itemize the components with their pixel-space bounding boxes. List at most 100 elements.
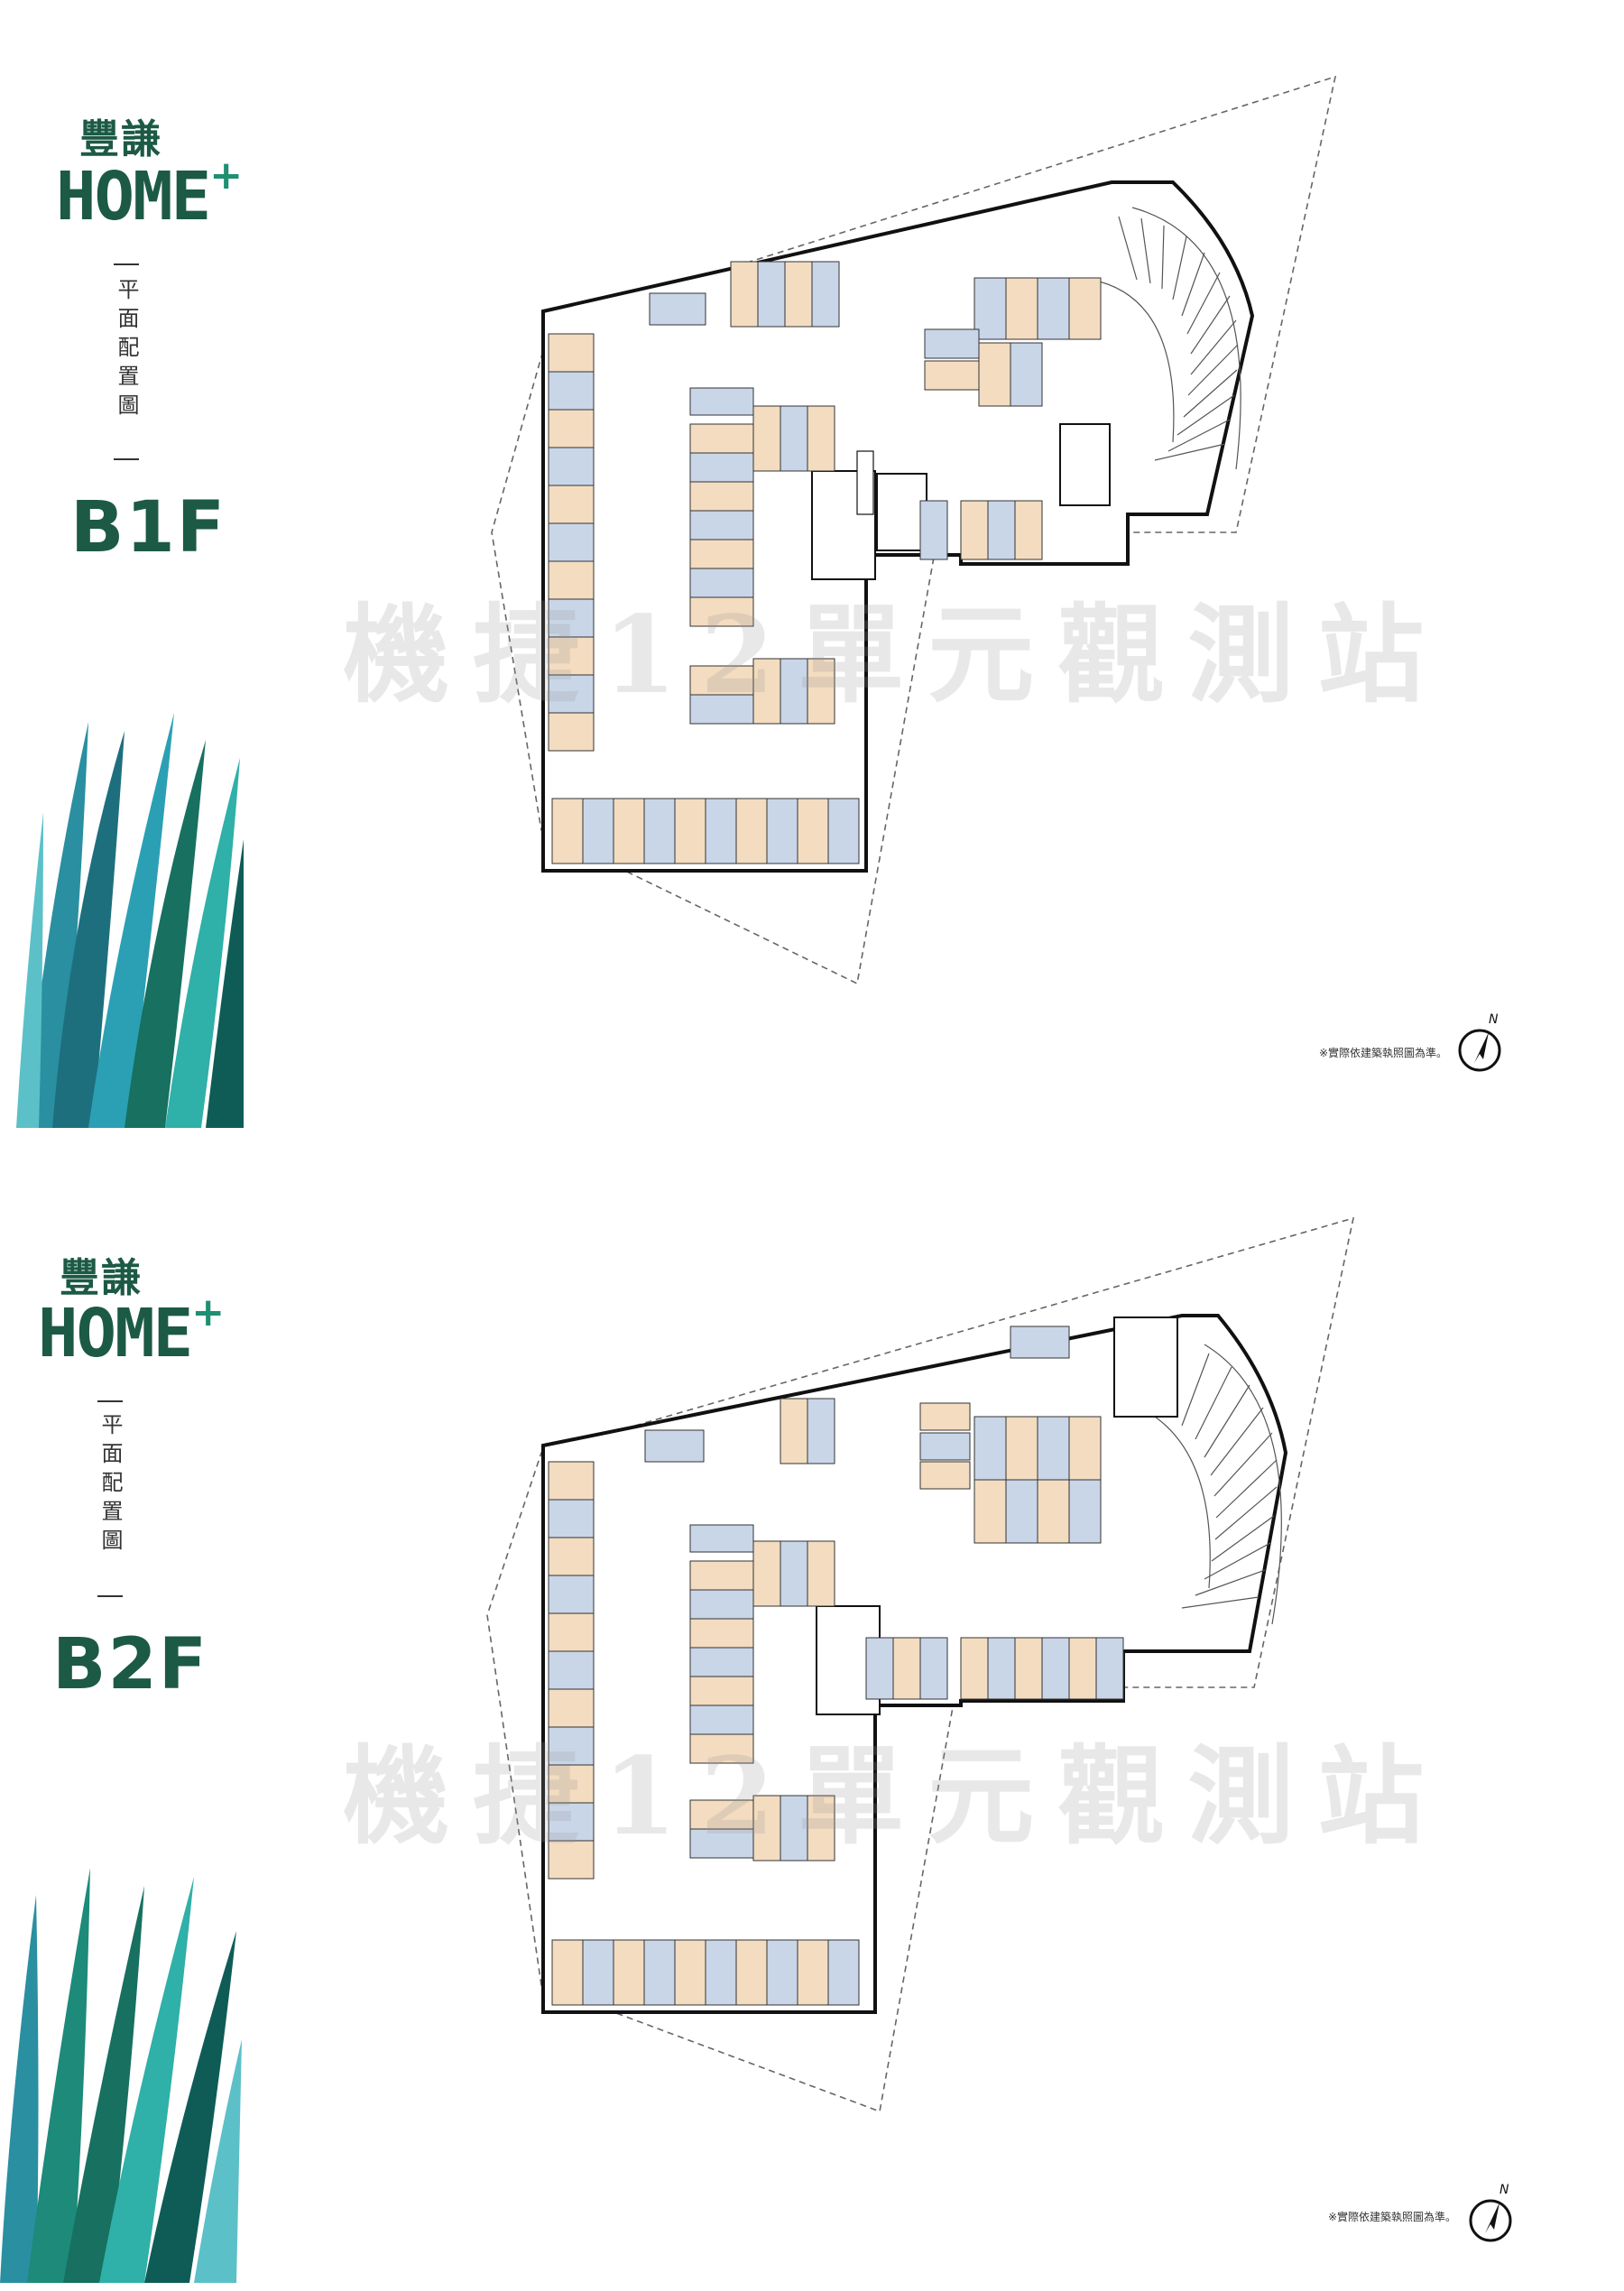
ramp-landing — [1059, 423, 1111, 506]
parking-stall — [548, 522, 595, 562]
parking-stall — [1037, 1479, 1070, 1544]
section-title-vertical: 平面配置圖 — [108, 278, 144, 431]
parking-stall — [766, 798, 798, 864]
stall-group-east — [919, 277, 1102, 560]
parking-stall — [643, 1939, 676, 2006]
leaf-shape — [194, 2039, 242, 2283]
parking-stall — [973, 1479, 1007, 1544]
leaf-shape — [27, 1868, 90, 2283]
leaf-shape — [0, 1895, 39, 2283]
parking-stall — [1068, 1479, 1102, 1544]
parking-stall — [613, 798, 645, 864]
parking-stall — [752, 405, 781, 472]
parking-stall — [582, 1939, 614, 2006]
disclaimer-note: ※實際依建築執照圖為準。 — [1319, 1047, 1448, 1059]
parking-stall — [548, 1499, 595, 1538]
parking-stall — [548, 1575, 595, 1614]
brand-plus-sign: + — [209, 152, 244, 199]
stall-group-west — [548, 333, 595, 752]
parking-stall — [865, 1637, 894, 1700]
parking-stall — [919, 1432, 971, 1461]
parking-stall — [752, 1795, 781, 1861]
parking-stall — [689, 1733, 754, 1764]
parking-stall — [924, 360, 980, 391]
parking-stall — [689, 1704, 754, 1735]
stall-group-west — [548, 1461, 595, 1880]
site-boundary — [491, 75, 1337, 985]
parking-stall — [689, 1560, 754, 1591]
compass-ring — [1458, 1029, 1501, 1072]
brand-plus-sign: + — [191, 1289, 226, 1335]
stall-group-south — [551, 798, 860, 864]
compass-needle — [1474, 1032, 1489, 1063]
parking-stall — [807, 405, 835, 472]
parking-stall — [689, 1828, 754, 1859]
parking-stall — [548, 560, 595, 600]
stall-group-south — [551, 1939, 860, 2006]
parking-stall — [1068, 1637, 1097, 1700]
stall-group-north — [649, 261, 840, 328]
parking-stall — [807, 1398, 835, 1464]
stall-group-center — [689, 1524, 835, 1861]
parking-stall — [973, 277, 1007, 340]
parking-stall — [582, 798, 614, 864]
leaf-shape — [63, 1886, 144, 2283]
decorative-leaves — [16, 704, 244, 1128]
parking-stall — [548, 1764, 595, 1804]
parking-stall — [548, 409, 595, 448]
section-title: 平面配置圖 — [97, 1413, 123, 1557]
floor-label: B1F — [70, 487, 227, 568]
stall-group-north — [644, 1326, 1070, 1464]
floor-panel-b2f: 豐謙 HOME+ 平面配置圖 B2F — [0, 1146, 1624, 2283]
parking-stall — [548, 485, 595, 524]
parking-stall — [978, 342, 1011, 407]
parking-stall — [689, 1647, 754, 1677]
parking-stall — [807, 1795, 835, 1861]
parking-stall — [973, 1416, 1007, 1481]
parking-stall — [827, 1939, 860, 2006]
title-divider-top — [97, 1400, 123, 1402]
parking-stall — [811, 261, 840, 328]
parking-stall — [705, 798, 737, 864]
parking-stall — [1068, 277, 1102, 340]
brand-logo: HOME+ — [56, 152, 243, 236]
compass-ring — [1469, 2199, 1512, 2242]
parking-stall — [548, 1726, 595, 1766]
parking-stall — [548, 333, 595, 373]
floor-plan-b2f — [486, 1216, 1355, 2113]
parking-stall — [1010, 342, 1043, 407]
parking-stall — [548, 1537, 595, 1576]
parking-stall — [551, 798, 584, 864]
brand-name-cn: 豐謙 — [60, 1255, 143, 1301]
floor-label: B2F — [52, 1624, 209, 1705]
parking-stall — [548, 1802, 595, 1842]
parking-stall — [649, 292, 706, 326]
parking-stall — [987, 1637, 1016, 1700]
parking-stall — [548, 598, 595, 638]
watermark-text: 機捷12單元觀測站 — [343, 1733, 1448, 1859]
parking-stall — [919, 1402, 971, 1431]
parking-stall — [644, 1429, 705, 1463]
parking-stall — [1005, 1479, 1038, 1544]
parking-stall — [689, 481, 754, 512]
parking-stall — [548, 1840, 595, 1880]
parking-stall — [735, 1939, 768, 2006]
leaf-shape — [125, 740, 206, 1128]
parking-stall — [689, 452, 754, 483]
stall-group-east — [865, 1402, 1124, 1700]
compass-needle — [1485, 2203, 1499, 2233]
floor-plan-b1f — [491, 75, 1337, 985]
brand-logo: HOME+ — [38, 1289, 225, 1372]
parking-stall — [757, 261, 786, 328]
parking-stall — [613, 1939, 645, 2006]
watermark-text: 機捷12單元觀測站 — [343, 592, 1448, 717]
parking-stall — [1014, 1637, 1043, 1700]
section-title-vertical: 平面配置圖 — [92, 1413, 128, 1566]
brand-name-en: HOME — [38, 1295, 193, 1372]
parking-stall — [689, 539, 754, 569]
parking-stall — [548, 712, 595, 752]
parking-stall — [735, 798, 768, 864]
parking-stall — [1037, 1416, 1070, 1481]
parking-stall — [919, 1637, 948, 1700]
parking-stall — [689, 423, 754, 454]
